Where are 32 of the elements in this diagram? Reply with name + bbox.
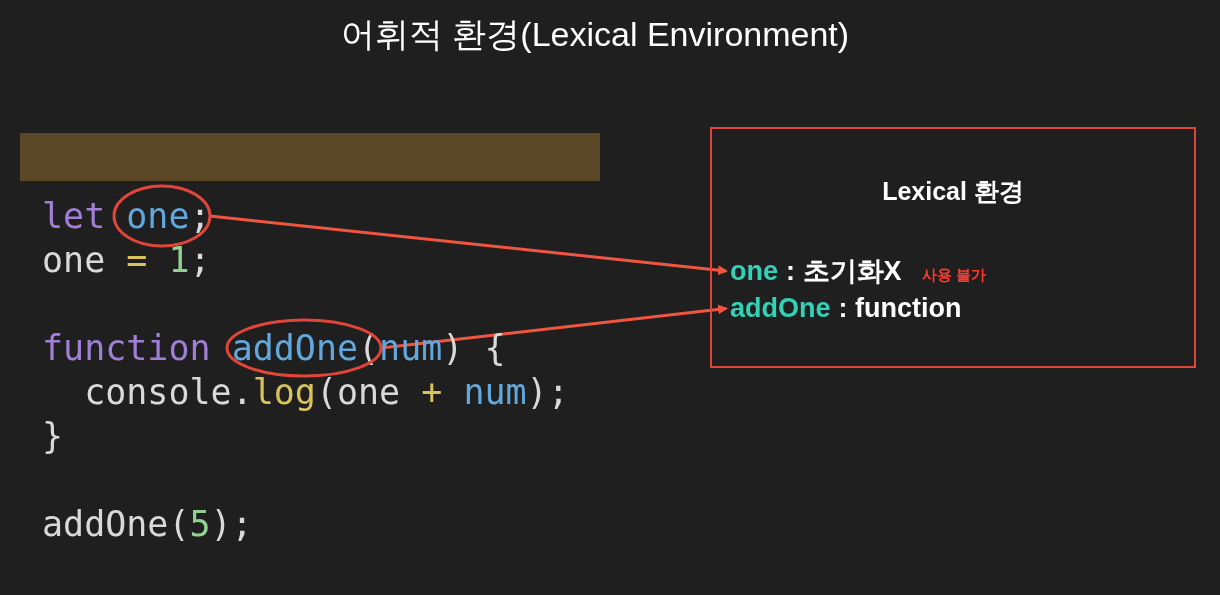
variable-name: one — [730, 256, 778, 287]
code-token: ; — [189, 195, 211, 238]
code-token: addOne( — [42, 503, 190, 546]
circled-code-word — [225, 318, 383, 378]
code-token: ; — [189, 239, 211, 282]
code-token: console. — [84, 371, 253, 414]
code-token: } — [42, 415, 64, 458]
code-token: ) — [442, 327, 464, 370]
title: 어휘적 환경(Lexical Environment) — [339, 14, 851, 55]
code-token: { — [484, 327, 506, 370]
arrow — [209, 214, 728, 276]
code-token: = — [126, 239, 148, 282]
code-token: (one — [315, 371, 401, 414]
code-token: function — [42, 327, 211, 370]
code-word: addOne — [231, 327, 359, 370]
variable-name: addOne — [730, 293, 831, 324]
code-token: ); — [210, 503, 253, 546]
box-heading: Lexical 환경 — [881, 176, 1025, 207]
status-note: 사용 불가 — [921, 266, 986, 285]
code-token: let — [42, 195, 106, 238]
code-token: num — [463, 371, 527, 414]
code-token: 1 — [168, 239, 190, 282]
code-token: + — [421, 371, 443, 414]
code-token: one — [42, 239, 106, 282]
code-token: ); — [526, 371, 569, 414]
lexical-environment-box — [710, 127, 1196, 368]
variable-value: : 초기화X — [786, 255, 902, 288]
variable-value: : function — [838, 293, 962, 324]
code-token: 5 — [189, 503, 211, 546]
code-word: one — [126, 195, 190, 238]
code-token: log — [252, 371, 316, 414]
circled-code-word — [112, 184, 212, 248]
